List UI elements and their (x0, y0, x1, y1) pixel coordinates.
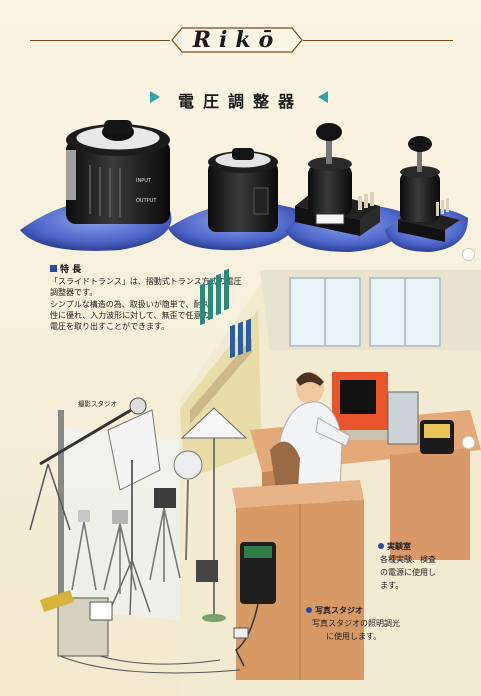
lab-equipment (387, 391, 454, 454)
binder-hole-bottom (462, 436, 475, 449)
square-bullet-icon (50, 265, 57, 272)
lab-caption: 実験室 各種実験、検査 の電源に使用し ます。 (378, 540, 436, 592)
title-arrow-right-icon (318, 91, 328, 103)
feature-line-5: 電圧を取り出すことができます。 (50, 322, 170, 331)
slide-transformer-open-large (295, 123, 380, 236)
umbrella-lamp (180, 407, 248, 622)
photo-studio-caption: 写真スタジオ 写真スタジオの照明調光 に使用します。 (306, 604, 400, 643)
brand-rule-right (303, 40, 453, 41)
usage-illustration (29, 268, 481, 696)
studio-equipment-boxes (40, 560, 218, 657)
camera-tripods (71, 488, 181, 594)
feature-line-3: シンプルな構造の為、取扱いが簡単で、耐久 (50, 300, 210, 309)
slide-transformer-studio (233, 542, 276, 667)
product-title: 電圧調整器 (177, 92, 303, 111)
brand-frame (171, 27, 303, 53)
slide-transformer-open-small (398, 136, 460, 242)
power-cables (59, 655, 241, 674)
feature-line-2: 調整器です。 (50, 288, 98, 297)
lab-caption-title: 実験室 (387, 542, 411, 551)
feature-heading-text: 特 長 (60, 265, 82, 275)
binder-hole-top (462, 248, 475, 261)
input-label: INPUT (136, 178, 152, 184)
photo-studio-caption-line-2: に使用します。 (326, 632, 382, 641)
slide-transformer-medium (208, 148, 278, 232)
output-label: OUTPUT (136, 198, 157, 204)
brand-rule-left (30, 40, 170, 41)
studio-label: 撮影スタジオ (78, 400, 117, 408)
title-arrow-left-icon (150, 91, 160, 103)
product-lineup: INPUT OUTPUT (20, 120, 468, 252)
feature-line-4: 性に優れ、入力波形に対して、無歪で任意の (50, 311, 210, 320)
boom-light (29, 397, 147, 531)
reflector-dish (173, 450, 203, 561)
photo-studio-caption-title: 写真スタジオ (315, 606, 363, 615)
brand-logo: Rikō (192, 27, 282, 53)
computer (332, 372, 390, 440)
slide-transformer-large: INPUT OUTPUT (66, 120, 170, 224)
window (289, 277, 441, 347)
round-bullet-icon (306, 607, 312, 613)
feature-line-1: 「スライドトランス」は、摺動式トランス方式の電圧 (50, 277, 242, 286)
photo-studio-caption-line-1: 写真スタジオの照明調光 (312, 619, 400, 628)
feature-heading: 特 長 (50, 262, 81, 275)
lab-caption-line-2: の電源に使用し (380, 568, 436, 577)
lab-caption-line-1: 各種実験、検査 (380, 555, 436, 564)
lab-caption-line-3: ます。 (380, 581, 404, 590)
round-bullet-icon (378, 543, 384, 549)
